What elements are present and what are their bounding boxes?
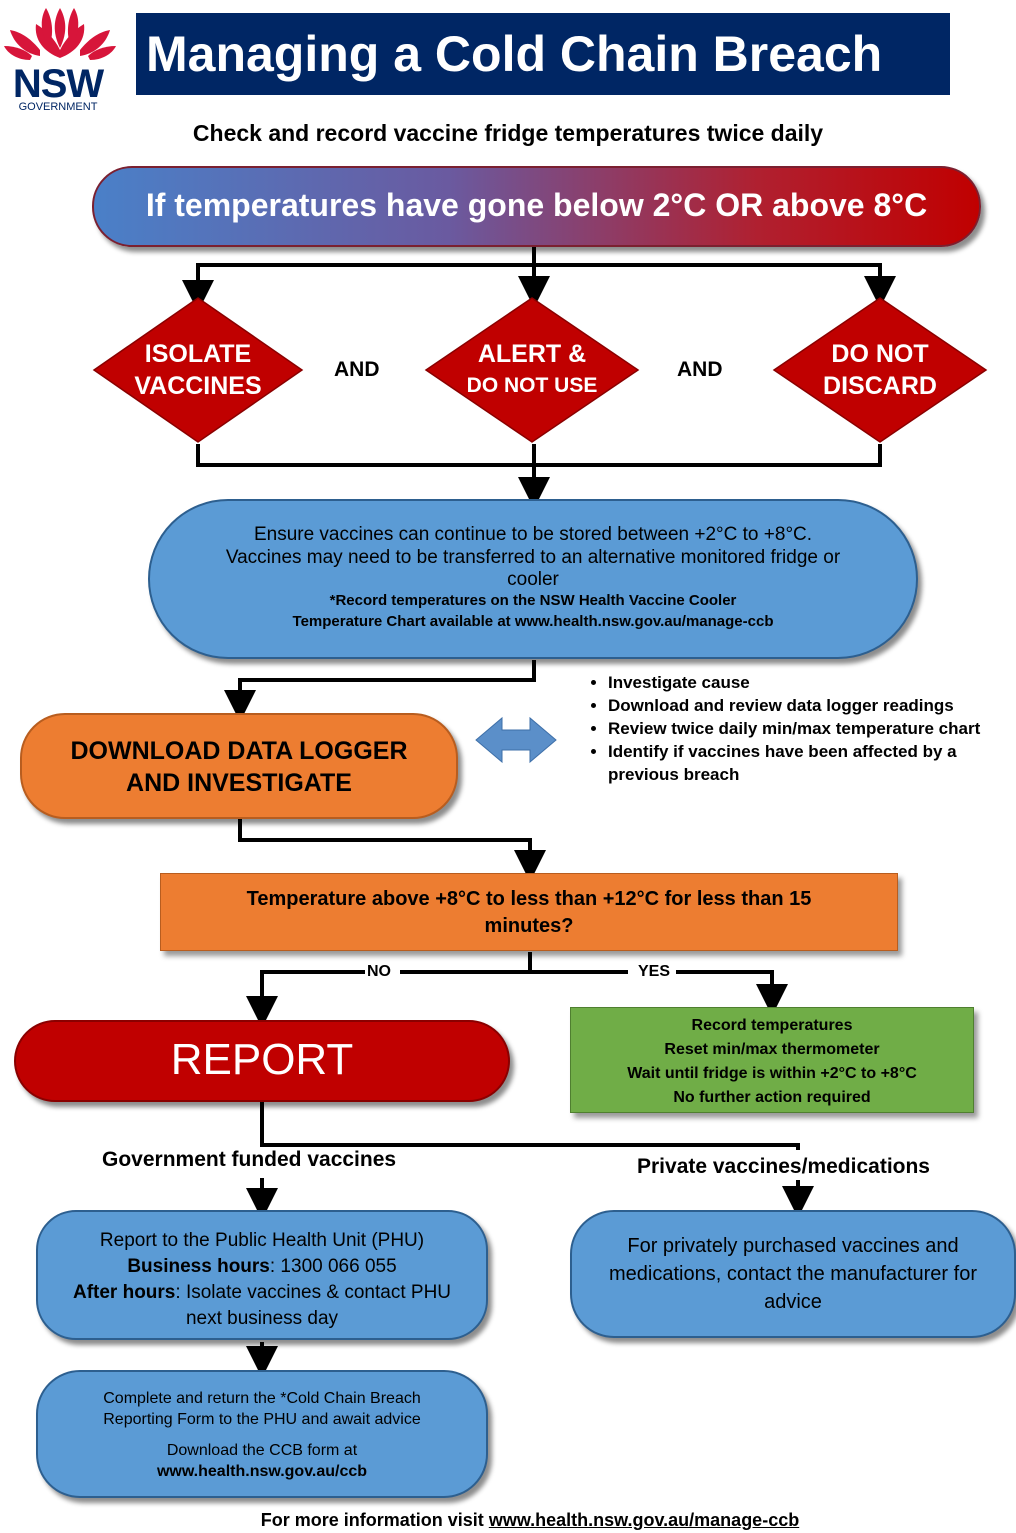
connector-to-investigate — [224, 660, 536, 722]
investigate-box: DOWNLOAD DATA LOGGER AND INVESTIGATE — [20, 713, 458, 819]
temperature-banner: If temperatures have gone below 2°C OR a… — [92, 166, 981, 247]
storage-note2: Temperature Chart available at www.healt… — [292, 613, 774, 630]
business-hours-label: Business hours — [127, 1256, 270, 1277]
action-isolate: ISOLATE VACCINES — [108, 338, 288, 402]
gov-funded-heading: Government funded vaccines — [102, 1148, 397, 1171]
storage-line3: cooler — [507, 569, 559, 590]
connector-diamonds-merge — [196, 444, 882, 467]
storage-line1: Ensure vaccines can continue to be store… — [253, 524, 813, 545]
investigate-line2: AND INVESTIGATE — [126, 769, 352, 797]
form-line2: Reporting Form to the PHU and await advi… — [103, 1411, 421, 1428]
bullet-item: Identify if vaccines have been affected … — [608, 740, 1006, 786]
footer: For more information visit www.health.ns… — [0, 1510, 1016, 1531]
private-heading: Private vaccines/medications — [637, 1155, 930, 1178]
phu-after-hours: After hours: Isolate vaccines & contact … — [38, 1280, 486, 1306]
double-arrow-icon — [475, 716, 557, 764]
diamond-discard — [772, 297, 988, 443]
and-label-2: AND — [677, 358, 723, 381]
subtitle: Check and record vaccine fridge temperat… — [192, 120, 824, 146]
no-action-line: No further action required — [673, 1089, 871, 1106]
no-label: NO — [367, 963, 391, 981]
action-isolate-line2: VACCINES — [134, 372, 262, 400]
investigate-line1: DOWNLOAD DATA LOGGER — [70, 737, 408, 765]
connector-banner-right — [196, 263, 896, 308]
investigate-bullets: Investigate cause Download and review da… — [576, 671, 1006, 786]
form-line1: Complete and return the *Cold Chain Brea… — [103, 1390, 421, 1407]
no-action-line: Wait until fridge is within +2°C to +8°C — [627, 1065, 917, 1082]
ccb-form-box: Complete and return the *Cold Chain Brea… — [36, 1370, 488, 1498]
and-label-1: AND — [334, 358, 380, 381]
temperature-question-box: Temperature above +8°C to less than +12°… — [160, 873, 898, 951]
storage-line2: Vaccines may need to be transferred to a… — [225, 547, 841, 568]
nsw-logo-subtext: GOVERNMENT — [18, 101, 98, 113]
no-action-line: Reset min/max thermometer — [664, 1041, 880, 1058]
diamond-alert — [424, 297, 640, 443]
action-discard-line1: DO NOT — [831, 340, 929, 368]
storage-note1: *Record temperatures on the NSW Health V… — [329, 592, 737, 609]
phu-line1: Report to the Public Health Unit (PHU) — [99, 1230, 425, 1251]
private-vaccines-box: For privately purchased vaccines and med… — [570, 1210, 1016, 1338]
question-line2: minutes? — [484, 915, 574, 937]
footer-prefix: For more information visit — [260, 1510, 489, 1530]
phu-report-box: Report to the Public Health Unit (PHU) B… — [36, 1210, 488, 1340]
phu-line4: next business day — [185, 1308, 339, 1329]
phu-business-hours: Business hours: 1300 066 055 — [38, 1254, 486, 1280]
no-action-box: Record temperatures Reset min/max thermo… — [570, 1007, 974, 1113]
action-alert: ALERT & DO NOT USE — [442, 338, 622, 402]
action-isolate-line1: ISOLATE — [144, 340, 252, 368]
action-discard-line2: DISCARD — [823, 372, 937, 400]
yes-label: YES — [638, 963, 671, 981]
business-hours-value: : 1300 066 055 — [269, 1256, 397, 1277]
page-title: Managing a Cold Chain Breach — [136, 13, 950, 95]
action-alert-line1: ALERT & — [477, 340, 587, 368]
report-box: REPORT — [14, 1020, 510, 1102]
question-line1: Temperature above +8°C to less than +12°… — [246, 888, 812, 910]
bullet-item: Download and review data logger readings — [608, 694, 1006, 717]
footer-link[interactable]: www.health.nsw.gov.au/manage-ccb — [488, 1510, 800, 1530]
waratah-logo-icon — [4, 8, 116, 60]
after-hours-value: : Isolate vaccines & contact PHU — [175, 1282, 452, 1303]
action-discard: DO NOT DISCARD — [790, 338, 970, 402]
connector-yes — [676, 970, 788, 1016]
connector-to-question — [238, 818, 546, 882]
form-line3: Download the CCB form at — [166, 1442, 358, 1459]
diamond-isolate — [92, 297, 304, 443]
ccb-form-link[interactable]: www.health.nsw.gov.au/ccb — [156, 1463, 368, 1480]
storage-box: Ensure vaccines can continue to be store… — [148, 499, 918, 659]
after-hours-label: After hours — [72, 1282, 176, 1303]
connector-report-split — [260, 1102, 800, 1150]
connector-no — [246, 970, 365, 1028]
no-action-line: Record temperatures — [691, 1017, 853, 1034]
action-alert-line2: DO NOT USE — [466, 374, 598, 397]
bullet-item: Review twice daily min/max temperature c… — [608, 717, 1006, 740]
bullet-item: Investigate cause — [608, 671, 1006, 694]
nsw-logo-text: NSW — [12, 62, 104, 106]
